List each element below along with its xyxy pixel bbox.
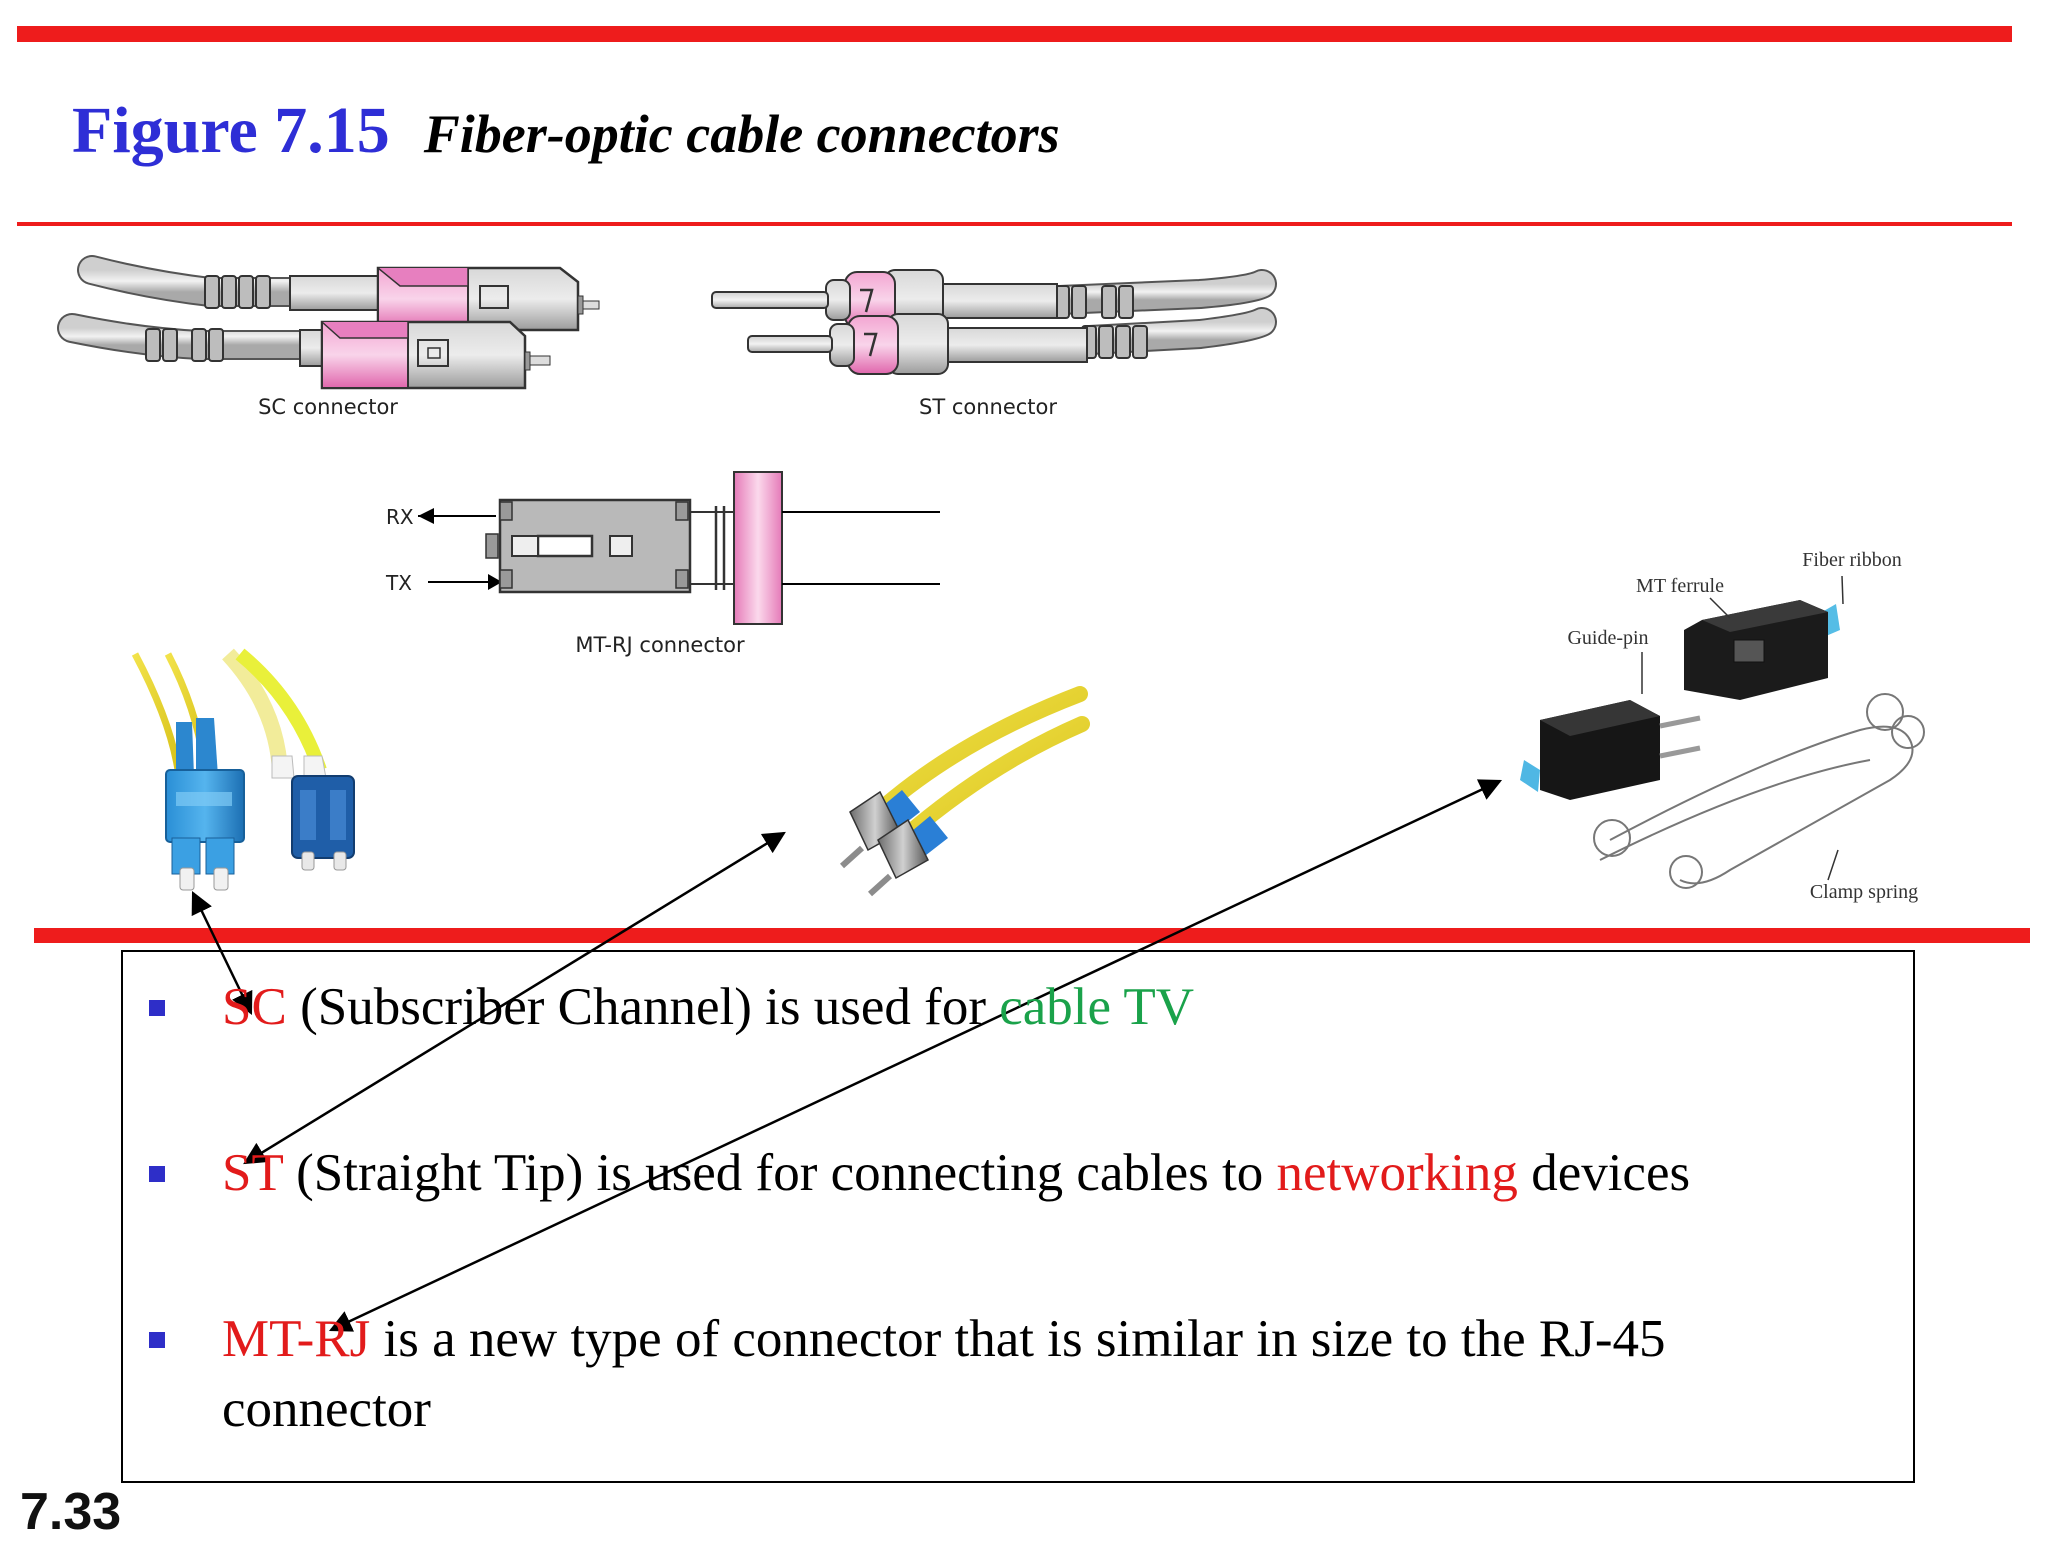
guide-pin-label: Guide-pin bbox=[1567, 627, 1648, 649]
bullet-mtrj: MT-RJ is a new type of connector that is… bbox=[222, 1304, 1666, 1374]
bullet-marker bbox=[149, 1332, 165, 1348]
rx-label: RX bbox=[386, 505, 414, 529]
mtrj-term: MT-RJ bbox=[222, 1310, 371, 1368]
title-underline bbox=[17, 222, 2012, 226]
mtrj-arrow bbox=[328, 779, 1503, 1332]
bullet-mtrj-line2: connector bbox=[222, 1380, 431, 1438]
mtrj-diagram-label: MT-RJ connector bbox=[575, 633, 745, 657]
sc-highlight: cable TV bbox=[999, 978, 1194, 1036]
st-diagram-label: ST connector bbox=[919, 395, 1057, 419]
st-term: ST bbox=[222, 1144, 283, 1202]
bullet-st: ST (Straight Tip) is used for connecting… bbox=[222, 1138, 1690, 1208]
st-text: (Straight Tip) is used for connecting ca… bbox=[282, 1144, 1277, 1202]
sc-arrow bbox=[191, 890, 253, 1016]
sc-lc-photo bbox=[131, 648, 355, 891]
fiber-ribbon-label: Fiber ribbon bbox=[1802, 549, 1901, 571]
st-photo bbox=[839, 686, 1090, 897]
clamp-spring-label: Clamp spring bbox=[1810, 881, 1918, 903]
mt-ferrule-photo: Fiber ribbon MT ferrule Guide-pin Clamp … bbox=[1520, 549, 1925, 903]
bullet-marker bbox=[149, 1000, 165, 1016]
bullet-box: SC (Subscriber Channel) is used for cabl… bbox=[121, 950, 1915, 1483]
st-highlight: networking bbox=[1276, 1144, 1518, 1202]
top-red-bar bbox=[17, 26, 2012, 42]
sc-text: (Subscriber Channel) is used for bbox=[286, 978, 1000, 1036]
st-connector-drawing: ST connector bbox=[711, 269, 1277, 419]
tx-label: TX bbox=[385, 571, 412, 595]
figure-caption: Fiber-optic cable connectors bbox=[423, 104, 1060, 164]
sc-connector-drawing: SC connector bbox=[57, 255, 600, 419]
mt-ferrule-label: MT ferrule bbox=[1636, 575, 1724, 597]
sc-term: SC bbox=[222, 978, 287, 1036]
figure-number: Figure 7.15 bbox=[72, 94, 390, 167]
sc-diagram-label: SC connector bbox=[258, 395, 398, 419]
bullet-marker bbox=[149, 1166, 165, 1182]
st-tail: devices bbox=[1517, 1144, 1691, 1202]
slide-number: 7.33 bbox=[20, 1483, 122, 1541]
mtrj-text: is a new type of connector that is simil… bbox=[370, 1310, 1666, 1368]
bullet-sc: SC (Subscriber Channel) is used for cabl… bbox=[222, 972, 1194, 1042]
mtrj-connector-drawing: RX TX MT-RJ connector bbox=[385, 471, 940, 657]
